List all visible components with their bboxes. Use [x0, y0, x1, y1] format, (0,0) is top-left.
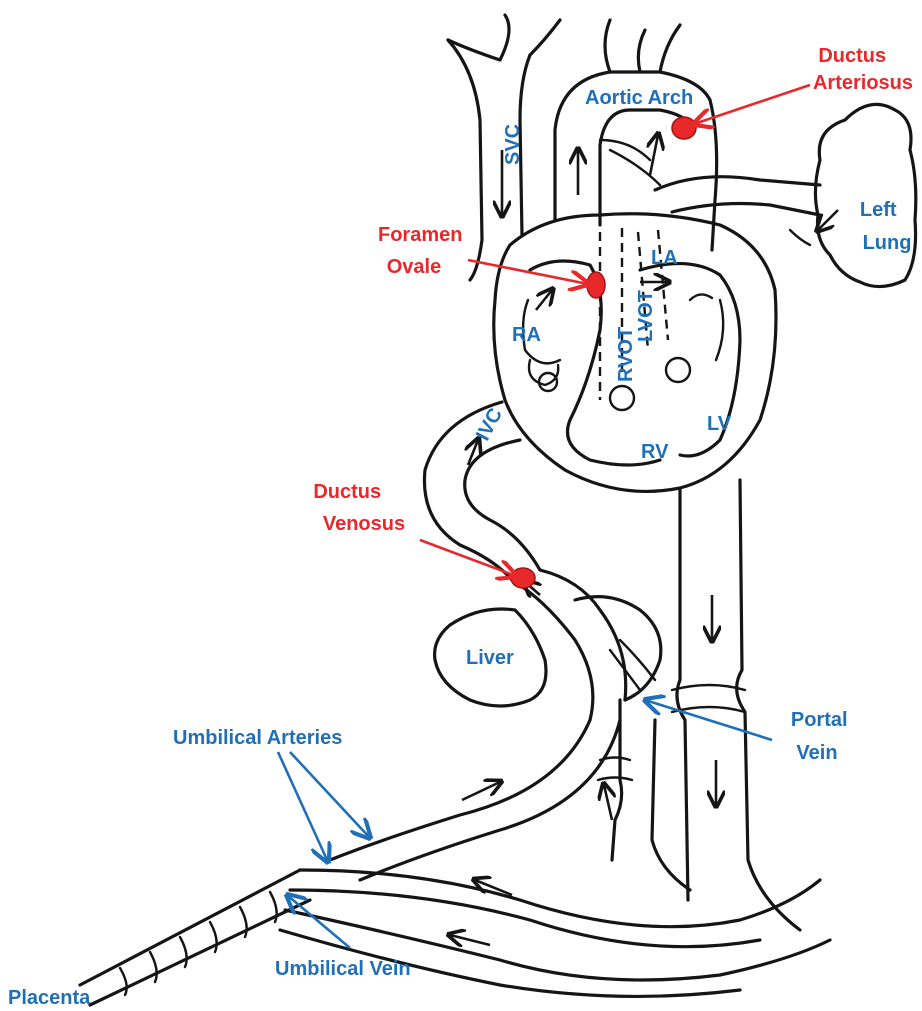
ductus-venosus-vessel	[512, 580, 593, 720]
foramen-ovale-pointer	[468, 260, 588, 284]
vessel-drawing	[80, 15, 916, 1005]
umbilical-arteries-label: Umbilical Arteries	[173, 727, 342, 749]
svc-label: SVC	[502, 124, 524, 165]
flow-arrows	[450, 135, 838, 945]
mitral-valve	[666, 358, 690, 382]
flow-arrow	[604, 785, 612, 820]
ductus-venosus-marker	[511, 568, 535, 588]
umbilical-vein-label: Umbilical Vein	[275, 958, 411, 980]
pulmonary-artery-vessel	[655, 177, 820, 190]
foramen-ovale-label: Foramen Ovale	[378, 224, 468, 278]
umbilical-artery-pointer	[290, 752, 370, 838]
umbilical-artery-vessel	[300, 870, 820, 927]
flow-arrow	[650, 135, 658, 175]
left-lung-outline	[815, 104, 915, 286]
lvot-label: LVOT	[635, 290, 657, 342]
foramen-ovale-marker	[587, 272, 605, 298]
descending-aorta	[677, 490, 688, 900]
portal-vein-label: Portal Vein	[791, 709, 853, 764]
aortic-arch-label: Aortic Arch	[585, 87, 693, 109]
umbilical-vein-vessel	[330, 720, 590, 860]
lv-label: LV	[707, 413, 732, 435]
tricuspid-valve	[610, 386, 634, 410]
flow-arrow	[536, 290, 552, 310]
umbilical-artery-pointer	[278, 752, 328, 862]
placenta-label: Placenta	[8, 987, 91, 1009]
left-lung-label: Left Lung	[860, 199, 912, 254]
umbilical-cord	[80, 870, 300, 985]
ductus-venosus-label: Ductus Venosus	[313, 481, 405, 535]
rvot-label: RVOT	[615, 327, 637, 382]
flow-arrow	[462, 782, 500, 800]
la-label: LA	[651, 247, 678, 269]
ductus-venosus-pointer	[420, 540, 516, 576]
ductus-arteriosus-marker	[672, 117, 696, 139]
flow-arrow	[450, 935, 490, 945]
liver-label: Liver	[466, 647, 514, 669]
ductus-arteriosus-label: Ductus Arteriosus	[813, 45, 913, 94]
rv-label: RV	[641, 441, 669, 463]
flow-arrow	[818, 210, 838, 230]
ra-label: RA	[512, 324, 541, 346]
